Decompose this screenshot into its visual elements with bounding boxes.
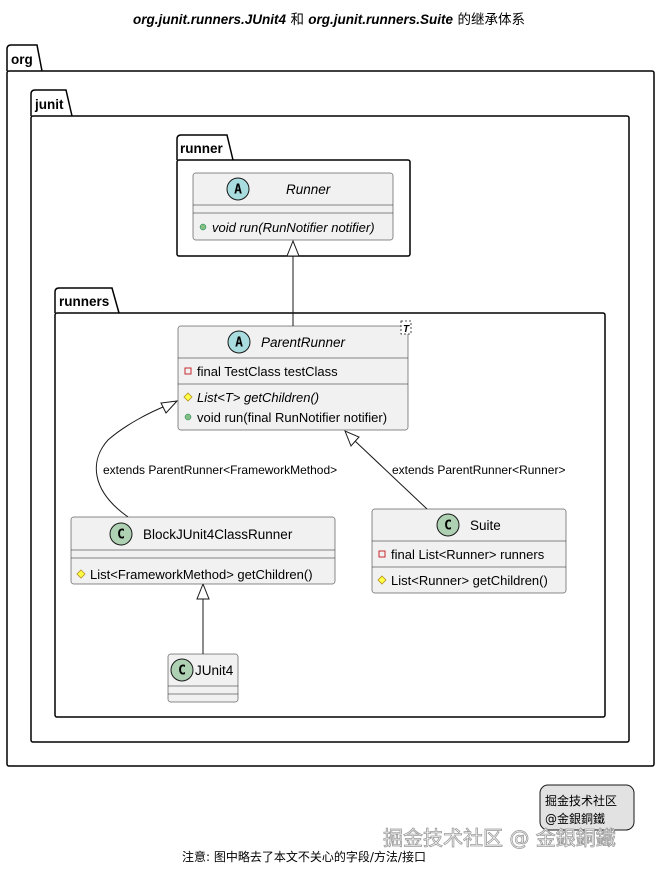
- class-icon: [436, 513, 460, 537]
- edge-label-block: extends ParentRunner<FrameworkMethod>: [103, 463, 337, 477]
- title-part2: org.junit.runners.Suite: [308, 12, 453, 27]
- note-box: 掘金技术社区 @金銀銅鐵: [539, 784, 635, 831]
- class-letter: C: [444, 519, 452, 534]
- inheritance-arrowhead: [196, 582, 210, 600]
- class-name-parentrunner: ParentRunner: [261, 335, 346, 350]
- title-and: 和: [290, 12, 308, 28]
- protected-visibility-icon: [76, 569, 86, 579]
- class-suite[interactable]: C Suite final List<Runner> runners List<…: [371, 508, 567, 594]
- public-visibility-icon: [199, 223, 207, 231]
- class-name-blockjunit4classrunner: BlockJUnit4ClassRunner: [143, 527, 293, 542]
- edge-parentrunner-to-runner: [286, 239, 300, 326]
- generic-param: T: [403, 324, 410, 335]
- class-icon: [109, 522, 133, 546]
- method-runner-run: void run(RunNotifier notifier): [212, 220, 375, 235]
- footer-note: 注意: 图中略去了本文不关心的字段/方法/接口: [182, 849, 426, 864]
- diagram-title: org.junit.runners.JUnit4 和 org.junit.run…: [133, 11, 525, 28]
- package-runner-label: runner: [180, 141, 224, 156]
- private-visibility-icon: [184, 367, 192, 375]
- note-line2: @金銀銅鐵: [545, 811, 605, 826]
- method-block-getchildren: List<FrameworkMethod> getChildren(): [90, 567, 313, 582]
- class-name-runner: Runner: [286, 182, 331, 197]
- class-letter: C: [178, 664, 186, 679]
- field-runners: final List<Runner> runners: [391, 547, 545, 562]
- edge-suite-to-parentrunner: extends ParentRunner<Runner>: [344, 430, 565, 510]
- edge-block-to-parentrunner: extends ParentRunner<FrameworkMethod>: [95, 400, 337, 518]
- inheritance-arrowhead: [344, 430, 360, 447]
- package-runners: runners: [54, 287, 606, 718]
- package-junit: junit: [30, 89, 630, 743]
- class-icon: [170, 658, 194, 682]
- method-getchildren: List<T> getChildren(): [197, 390, 319, 405]
- package-runner: runner: [176, 134, 411, 257]
- class-name-suite: Suite: [470, 518, 501, 533]
- method-suite-getchildren: List<Runner> getChildren(): [391, 573, 548, 588]
- abstract-class-letter: A: [234, 183, 242, 198]
- method-run: void run(final RunNotifier notifier): [197, 410, 387, 425]
- edge-label-suite: extends ParentRunner<Runner>: [392, 463, 565, 477]
- package-runners-label: runners: [59, 294, 109, 309]
- field-testclass: final TestClass testClass: [197, 364, 338, 379]
- package-org: org: [6, 44, 655, 767]
- edge-junit4-to-block: [196, 582, 210, 654]
- note-line1: 掘金技术社区: [545, 793, 617, 808]
- generic-param-box: [400, 320, 412, 335]
- protected-visibility-icon: [183, 392, 193, 402]
- inheritance-arrowhead: [160, 400, 179, 414]
- protected-visibility-icon: [377, 575, 387, 585]
- abstract-class-icon: [227, 330, 251, 354]
- class-junit4[interactable]: C JUnit4: [167, 653, 239, 703]
- package-org-label: org: [11, 52, 33, 67]
- title-suffix: 的继承体系: [457, 12, 525, 28]
- watermark: 掘金技术社区 @ 金銀銅鐵: [383, 826, 616, 850]
- private-visibility-icon: [378, 550, 386, 558]
- abstract-class-letter: A: [235, 336, 243, 351]
- public-visibility-icon: [184, 413, 192, 421]
- abstract-class-icon: [226, 177, 250, 201]
- class-parentrunner[interactable]: T A ParentRunner final TestClass testCla…: [177, 320, 412, 431]
- class-blockjunit4classrunner[interactable]: C BlockJUnit4ClassRunner List<FrameworkM…: [70, 516, 336, 585]
- class-letter: C: [117, 528, 125, 543]
- class-name-junit4: JUnit4: [195, 663, 234, 678]
- class-runner[interactable]: A Runner void run(RunNotifier notifier): [192, 172, 394, 241]
- title-part1: org.junit.runners.JUnit4: [133, 12, 287, 27]
- package-junit-label: junit: [34, 97, 64, 112]
- inheritance-arrowhead: [286, 239, 300, 257]
